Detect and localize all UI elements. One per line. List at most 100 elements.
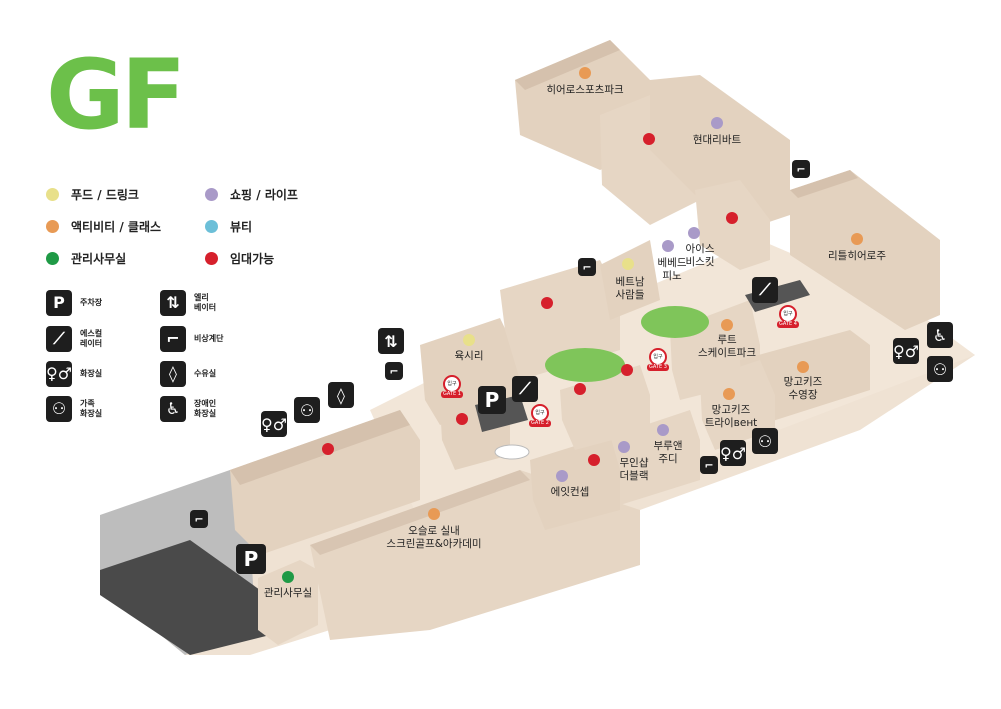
marker-hyundai[interactable] <box>711 117 723 129</box>
shopping-life-dot <box>205 188 218 201</box>
available-dot <box>205 252 218 265</box>
legend-food-drink: 푸드 / 드링크 <box>46 186 139 203</box>
beauty-dot <box>205 220 218 233</box>
legend-nursing-room: ◊ 수유실 <box>160 361 216 387</box>
legend-family-restroom: ⚇ 가족 화장실 <box>46 396 102 422</box>
marker-bluejudi[interactable] <box>657 424 669 436</box>
store-label[interactable]: 아이스 비스킷 <box>685 243 715 268</box>
emergency-stairs-icon[interactable]: ⌐ <box>190 510 208 528</box>
marker-available[interactable] <box>456 413 468 425</box>
building-vietnam <box>600 240 660 320</box>
nursing-room-icon: ◊ <box>160 361 186 387</box>
family-restroom-icon[interactable]: ⚇ <box>294 397 320 423</box>
legend-emergency-stairs: ⌐ 비상계단 <box>160 326 223 352</box>
legend-shopping-life: 쇼핑 / 라이프 <box>205 186 298 203</box>
family-restroom-icon[interactable]: ⚇ <box>927 356 953 382</box>
marker-yuksiri[interactable] <box>463 334 475 346</box>
floor-title: GF <box>46 39 186 151</box>
legend-beauty: 뷰티 <box>205 218 252 235</box>
restroom-icon[interactable]: ♀♂ <box>720 440 746 466</box>
family-restroom-icon: ⚇ <box>46 396 72 422</box>
marker-available[interactable] <box>643 133 655 145</box>
building-west <box>230 410 420 555</box>
emergency-stairs-icon: ⌐ <box>160 326 186 352</box>
gate-3-badge[interactable]: 입구 GATE 3 <box>647 348 669 371</box>
marker-route[interactable] <box>721 319 733 331</box>
marker-bebe[interactable] <box>662 240 674 252</box>
marker-little-hero[interactable] <box>851 233 863 245</box>
escalator-icon[interactable]: ⟋ <box>752 277 778 303</box>
parking-floor <box>100 540 270 655</box>
elevator-icon[interactable]: ⇅ <box>378 328 404 354</box>
legend-restroom: ♀♂ 화장실 <box>46 361 102 387</box>
floor-upper <box>370 240 975 545</box>
building-little-hero <box>790 170 940 330</box>
store-label[interactable]: 오슬로 실내 스크린골프&아카데미 <box>386 525 482 550</box>
store-label[interactable]: 망고키즈 수영장 <box>783 376 823 401</box>
food-drink-dot <box>46 188 59 201</box>
marker-eight[interactable] <box>556 470 568 482</box>
store-label[interactable]: 육시리 <box>454 350 484 362</box>
family-restroom-icon[interactable]: ⚇ <box>752 428 778 454</box>
building-icebiscuit <box>695 180 770 270</box>
parking-icon[interactable]: P <box>478 386 506 414</box>
office-dot <box>46 252 59 265</box>
gate-1-badge[interactable]: 입구 GATE 1 <box>441 375 463 398</box>
escalator-icon[interactable]: ⟋ <box>512 376 538 402</box>
legend-accessible-restroom: ♿ 장애인 화장실 <box>160 396 216 422</box>
marker-theblack[interactable] <box>618 441 630 453</box>
marker-office[interactable] <box>282 571 294 583</box>
store-label[interactable]: 리틀히어로주 <box>828 250 886 262</box>
legend-parking: P 주차장 <box>46 290 102 316</box>
marker-available[interactable] <box>322 443 334 455</box>
emergency-stairs-icon[interactable]: ⌐ <box>578 258 596 276</box>
store-label[interactable]: 루트 스케이트파크 <box>698 334 756 359</box>
nursing-room-icon[interactable]: ◊ <box>328 382 354 408</box>
emergency-stairs-icon[interactable]: ⌐ <box>792 160 810 178</box>
store-label[interactable]: 관리사무실 <box>263 587 313 599</box>
marker-available[interactable] <box>621 364 633 376</box>
building-office <box>258 560 318 645</box>
restroom-icon[interactable]: ♀♂ <box>893 338 919 364</box>
legend-activity-class: 액티비티 / 클래스 <box>46 218 161 235</box>
elevator-icon: ⇅ <box>160 290 186 316</box>
store-label[interactable]: 베트남 사람들 <box>615 276 645 301</box>
escalator-icon: ⟋ <box>46 326 72 352</box>
restroom-icon[interactable]: ♀♂ <box>261 411 287 437</box>
marker-available[interactable] <box>726 212 738 224</box>
store-label[interactable]: 망고키즈 트라이венt <box>704 404 758 429</box>
emergency-stairs-icon[interactable]: ⌐ <box>385 362 403 380</box>
marker-available[interactable] <box>588 454 600 466</box>
marker-mango-pool[interactable] <box>797 361 809 373</box>
accessible-restroom-icon: ♿ <box>160 396 186 422</box>
gate-4-badge[interactable]: 입구 GATE 4 <box>777 305 799 328</box>
store-label[interactable]: 에잇컨셉 <box>550 486 590 498</box>
marker-mango-tr[interactable] <box>723 388 735 400</box>
parking-icon: P <box>46 290 72 316</box>
emergency-stairs-icon[interactable]: ⌐ <box>700 456 718 474</box>
garden-left <box>545 348 625 382</box>
marker-available[interactable] <box>574 383 586 395</box>
store-label[interactable]: 부루앤 주디 <box>653 440 683 465</box>
legend-elevator: ⇅ 엘리 베이터 <box>160 290 216 316</box>
marker-hero[interactable] <box>579 67 591 79</box>
store-label[interactable]: 현대리바트 <box>692 134 742 146</box>
garden-right <box>641 306 709 338</box>
restroom-icon: ♀♂ <box>46 361 72 387</box>
building-hyundai-b <box>650 75 790 230</box>
gate-2-badge[interactable]: 입구 GATE 2 <box>529 404 551 427</box>
store-label[interactable]: 베베드 피노 <box>657 257 687 282</box>
store-label[interactable]: 무인샵 더블랙 <box>619 457 649 482</box>
parking-icon[interactable]: P <box>236 544 266 574</box>
marker-vietnam[interactable] <box>622 258 634 270</box>
legend-available: 임대가능 <box>205 250 274 267</box>
bench <box>494 444 530 460</box>
activity-class-dot <box>46 220 59 233</box>
legend-escalator: ⟋ 에스컬 레이터 <box>46 326 102 352</box>
marker-oslo[interactable] <box>428 508 440 520</box>
marker-icebiscuit[interactable] <box>688 227 700 239</box>
accessible-restroom-icon[interactable]: ♿ <box>927 322 953 348</box>
store-label[interactable]: 히어로스포츠파크 <box>546 84 624 96</box>
marker-available[interactable] <box>541 297 553 309</box>
building-small-mid <box>700 360 775 450</box>
